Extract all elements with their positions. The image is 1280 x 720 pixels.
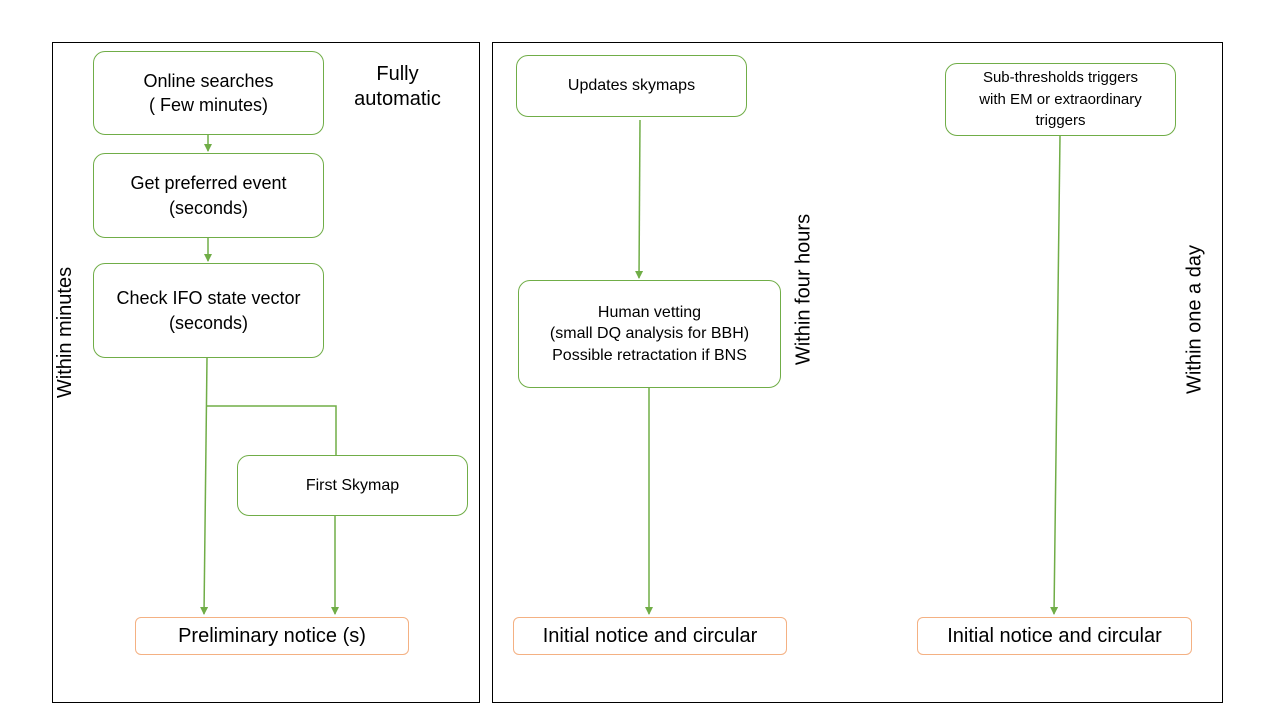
initial-notice-label-middle: Initial notice and circular (542, 624, 758, 647)
subthreshold-line3: triggers (1035, 112, 1086, 130)
initial-notice-label-right: Initial notice and circular (947, 624, 1162, 647)
preferred-event-node: Get preferred event (seconds) (93, 153, 324, 238)
within-minutes-label: Within minutes (54, 266, 76, 399)
first-skymap-node: First Skymap (237, 455, 468, 516)
online-searches-title: Online searches (143, 70, 274, 91)
preliminary-notice-node: Preliminary notice (s) (135, 617, 409, 655)
update-skymaps-label: Updates skymaps (567, 77, 696, 95)
human-vetting-title: Human vetting (597, 303, 702, 321)
subthreshold-line2: with EM or extraordinary (979, 90, 1142, 108)
subthreshold-line1: Sub-thresholds triggers (982, 68, 1139, 86)
ifo-check-duration: (seconds) (168, 312, 249, 333)
initial-notice-node-right: Initial notice and circular (917, 617, 1192, 655)
ifo-check-title: Check IFO state vector (116, 288, 301, 309)
online-searches-duration: ( Few minutes) (148, 95, 269, 115)
arrow-subthreshold-to-notice (1050, 135, 1061, 615)
fully-automatic-line1: Fully (376, 63, 419, 85)
update-skymaps-node: Updates skymaps (516, 55, 747, 117)
within-four-hours-label: Within four hours (792, 213, 815, 366)
first-skymap-label: First Skymap (305, 476, 400, 494)
fully-automatic-line2: automatic (354, 88, 441, 110)
subthreshold-triggers-node: Sub-thresholds triggers with EM or extra… (945, 63, 1176, 136)
ifo-check-node: Check IFO state vector (seconds) (93, 263, 324, 358)
preliminary-notice-label: Preliminary notice (s) (178, 624, 366, 647)
arrow-update-to-vetting (635, 119, 644, 279)
branch-to-first-skymap (207, 405, 337, 455)
online-searches-node: Online searches ( Few minutes) (93, 51, 324, 135)
human-vetting-node: Human vetting (small DQ analysis for BBH… (518, 280, 781, 388)
preferred-event-title: Get preferred event (130, 173, 287, 194)
initial-notice-node-middle: Initial notice and circular (513, 617, 787, 655)
human-vetting-detail: (small DQ analysis for BBH) (549, 325, 750, 343)
preferred-event-duration: (seconds) (168, 197, 249, 218)
within-one-day-label: Within one a day (1183, 245, 1206, 394)
left-panel (52, 42, 480, 703)
arrow-ifo-to-preliminary (200, 357, 209, 615)
fully-automatic-label: Fully automatic (340, 62, 455, 112)
human-vetting-retraction: Possible retractation if BNS (552, 346, 747, 364)
